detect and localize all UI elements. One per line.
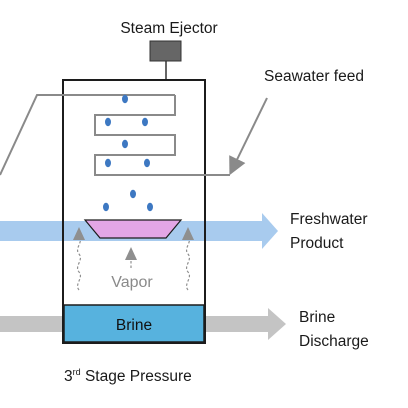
freshwater-collector-tray [83, 219, 183, 239]
droplet [144, 158, 150, 168]
seawater-feed-pointer [229, 97, 268, 176]
vapor-label: Vapor [111, 274, 153, 291]
steam-ejector-label: Steam Ejector [120, 20, 217, 37]
brine-label: Brine [116, 317, 152, 334]
droplet [122, 139, 128, 149]
seawater-coil [94, 95, 230, 176]
droplet [130, 189, 136, 199]
discharge-label: Discharge [299, 333, 369, 350]
droplet [105, 158, 111, 168]
water-droplets [103, 94, 153, 212]
vapor-arrow-left [73, 227, 85, 291]
droplet [105, 117, 111, 127]
seawater-inlet-line [0, 94, 175, 176]
brine-pool [63, 304, 205, 343]
droplet [103, 202, 109, 212]
steam-ejector-box [149, 40, 182, 62]
brine-discharge-label: Brine [299, 309, 335, 326]
stage-pressure-label: 3rd Stage Pressure [64, 367, 192, 385]
droplet [122, 94, 128, 104]
droplet [147, 202, 153, 212]
stage-chamber [62, 79, 206, 344]
vapor-arrow-center [125, 247, 137, 268]
droplet [142, 117, 148, 127]
seawater-feed-label: Seawater feed [264, 68, 364, 85]
product-label: Product [290, 235, 344, 252]
freshwater-label: Freshwater [290, 211, 368, 228]
vapor-arrow-right [182, 227, 194, 291]
